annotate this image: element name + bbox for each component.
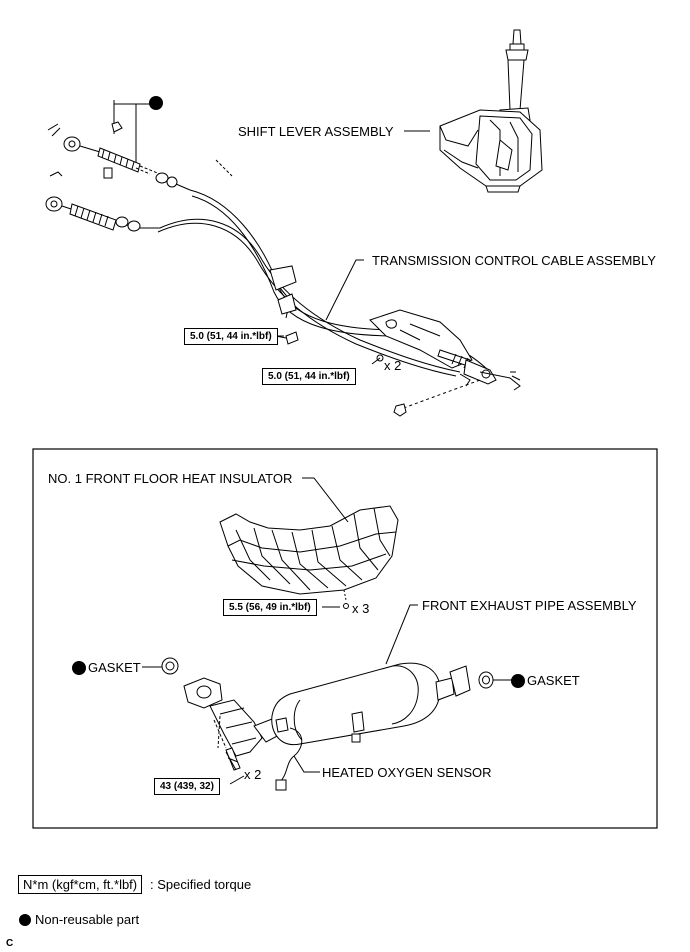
legend-non-reusable-text: Non-reusable part: [35, 912, 140, 927]
heat-insulator-drawing: [219, 505, 399, 609]
corner-code: C: [6, 938, 14, 949]
gasket-right-label: GASKET: [527, 673, 580, 688]
torque-exhaust-bolt: 43 (439, 32): [154, 778, 220, 795]
torque-insulator: 5.5 (56, 49 in.*lbf): [223, 599, 317, 616]
shift-lever-label: SHIFT LEVER ASSEMBLY: [238, 124, 394, 139]
exhaust-pipe-label: FRONT EXHAUST PIPE ASSEMBLY: [422, 598, 637, 613]
heat-insulator-label: NO. 1 FRONT FLOOR HEAT INSULATOR: [48, 471, 293, 486]
exhaust-callouts: [142, 604, 512, 785]
qty-insulator: x 3: [352, 601, 370, 616]
gasket-right-marker-icon: [511, 674, 525, 688]
legend-torque-text: : Specified torque: [150, 877, 252, 892]
torque-cable-bolt: 5.0 (51, 44 in.*lbf): [184, 328, 278, 345]
qty-cable-nut: x 2: [384, 358, 402, 373]
cable-ends-drawing: [45, 100, 191, 232]
exhaust-pipe-drawing: [161, 657, 494, 791]
non-reusable-marker-icon: [149, 96, 163, 110]
gasket-left-marker-icon: [72, 661, 86, 675]
insulator-callout: [302, 477, 349, 608]
legend-torque-box: N*m (kgf*cm, ft.*lbf): [18, 875, 143, 894]
transmission-cable-drawing: [157, 159, 521, 417]
gasket-left-label: GASKET: [88, 660, 141, 675]
oxygen-sensor-label: HEATED OXYGEN SENSOR: [322, 765, 492, 780]
transmission-cable-label: TRANSMISSION CONTROL CABLE ASSEMBLY: [372, 253, 656, 268]
legend-non-reusable-icon: [19, 914, 31, 926]
torque-cable-nut: 5.0 (51, 44 in.*lbf): [262, 368, 356, 385]
exhaust-section-frame: [32, 448, 658, 829]
shift-lever-drawing: [439, 29, 543, 193]
qty-exhaust-bolt: x 2: [244, 767, 262, 782]
